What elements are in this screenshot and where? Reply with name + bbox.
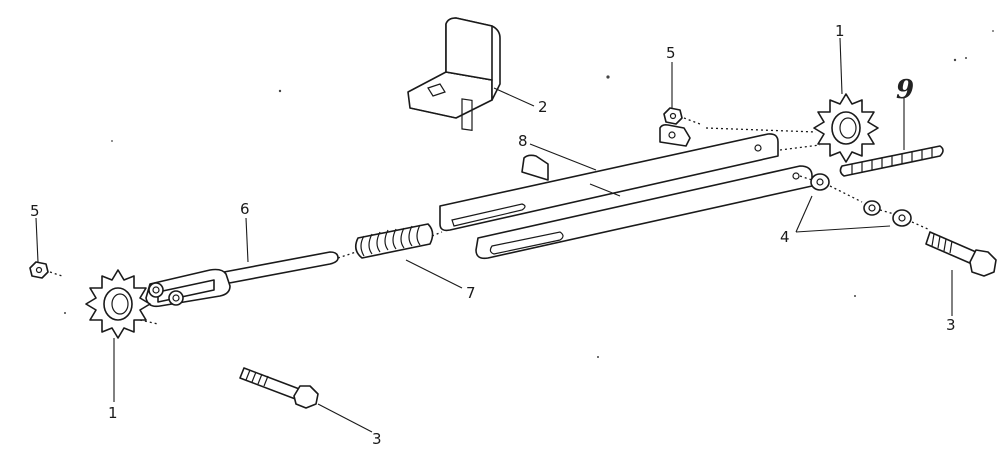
callout-arm: 8: [518, 132, 528, 150]
telescopic-arm: [439, 124, 813, 260]
callout-chain-handwritten: 9: [896, 75, 914, 105]
roller-chain: [839, 145, 944, 177]
callout-bolt-right: 3: [946, 316, 956, 334]
scan-specks: [64, 30, 994, 358]
callout-washers: 4: [780, 228, 790, 246]
bolt-lower: [239, 367, 319, 409]
leader-lines: [35, 37, 953, 433]
sprocket-upper: [705, 93, 879, 163]
callout-nut-left: 5: [30, 202, 40, 220]
nut-upper: [663, 107, 701, 125]
callout-rod: 6: [240, 200, 250, 218]
sprocket-lower: [85, 269, 159, 339]
angle-bracket: [407, 17, 501, 132]
threaded-rod: [145, 251, 339, 308]
callout-sprocket-lower: 1: [108, 404, 118, 422]
nut-left: [29, 261, 63, 279]
callout-bolt-lower: 3: [372, 430, 382, 448]
washers: [799, 173, 931, 231]
callout-spring: 7: [466, 284, 476, 302]
callout-sprocket-upper: 1: [835, 22, 845, 40]
bolt-right: [925, 231, 997, 277]
callout-nut-upper: 5: [666, 44, 676, 62]
callout-bracket: 2: [538, 98, 548, 116]
coil-spring: [337, 223, 443, 259]
